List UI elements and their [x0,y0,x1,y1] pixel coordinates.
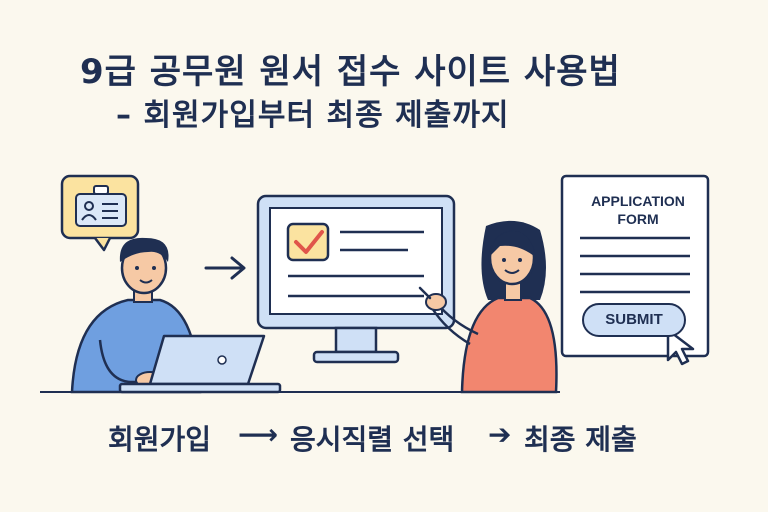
form-heading: APPLICATION FORM [570,192,706,228]
form-heading-line2: FORM [617,211,659,227]
step-final-submit: 최종 제출 [524,423,637,456]
submit-button[interactable]: SUBMIT [582,303,686,337]
monitor [256,194,456,364]
checkbox-icon [286,222,330,262]
page-title: 9급 공무원 원서 접수 사이트 사용법 [80,52,621,92]
id-card-icon [60,174,140,252]
title-block: 9급 공무원 원서 접수 사이트 사용법 – 회원가입부터 최종 제출까지 [0,0,768,140]
step-signup: 회원가입 [108,423,212,456]
cursor-icon [666,328,695,366]
page-subtitle: – 회원가입부터 최종 제출까지 [116,98,510,133]
arrow-right-icon [204,256,246,280]
laptop [118,334,282,394]
woman-figure [418,220,558,394]
step-select-track: 응시직렬 선택 [290,423,455,456]
steps-row: 회원가입 ⟶ 응시직렬 선택 ➔ 최종 제출 [0,418,768,468]
step-arrow-2: ➔ [488,418,512,451]
form-heading-line1: APPLICATION [591,193,685,209]
step-arrow-1: ⟶ [238,418,279,451]
